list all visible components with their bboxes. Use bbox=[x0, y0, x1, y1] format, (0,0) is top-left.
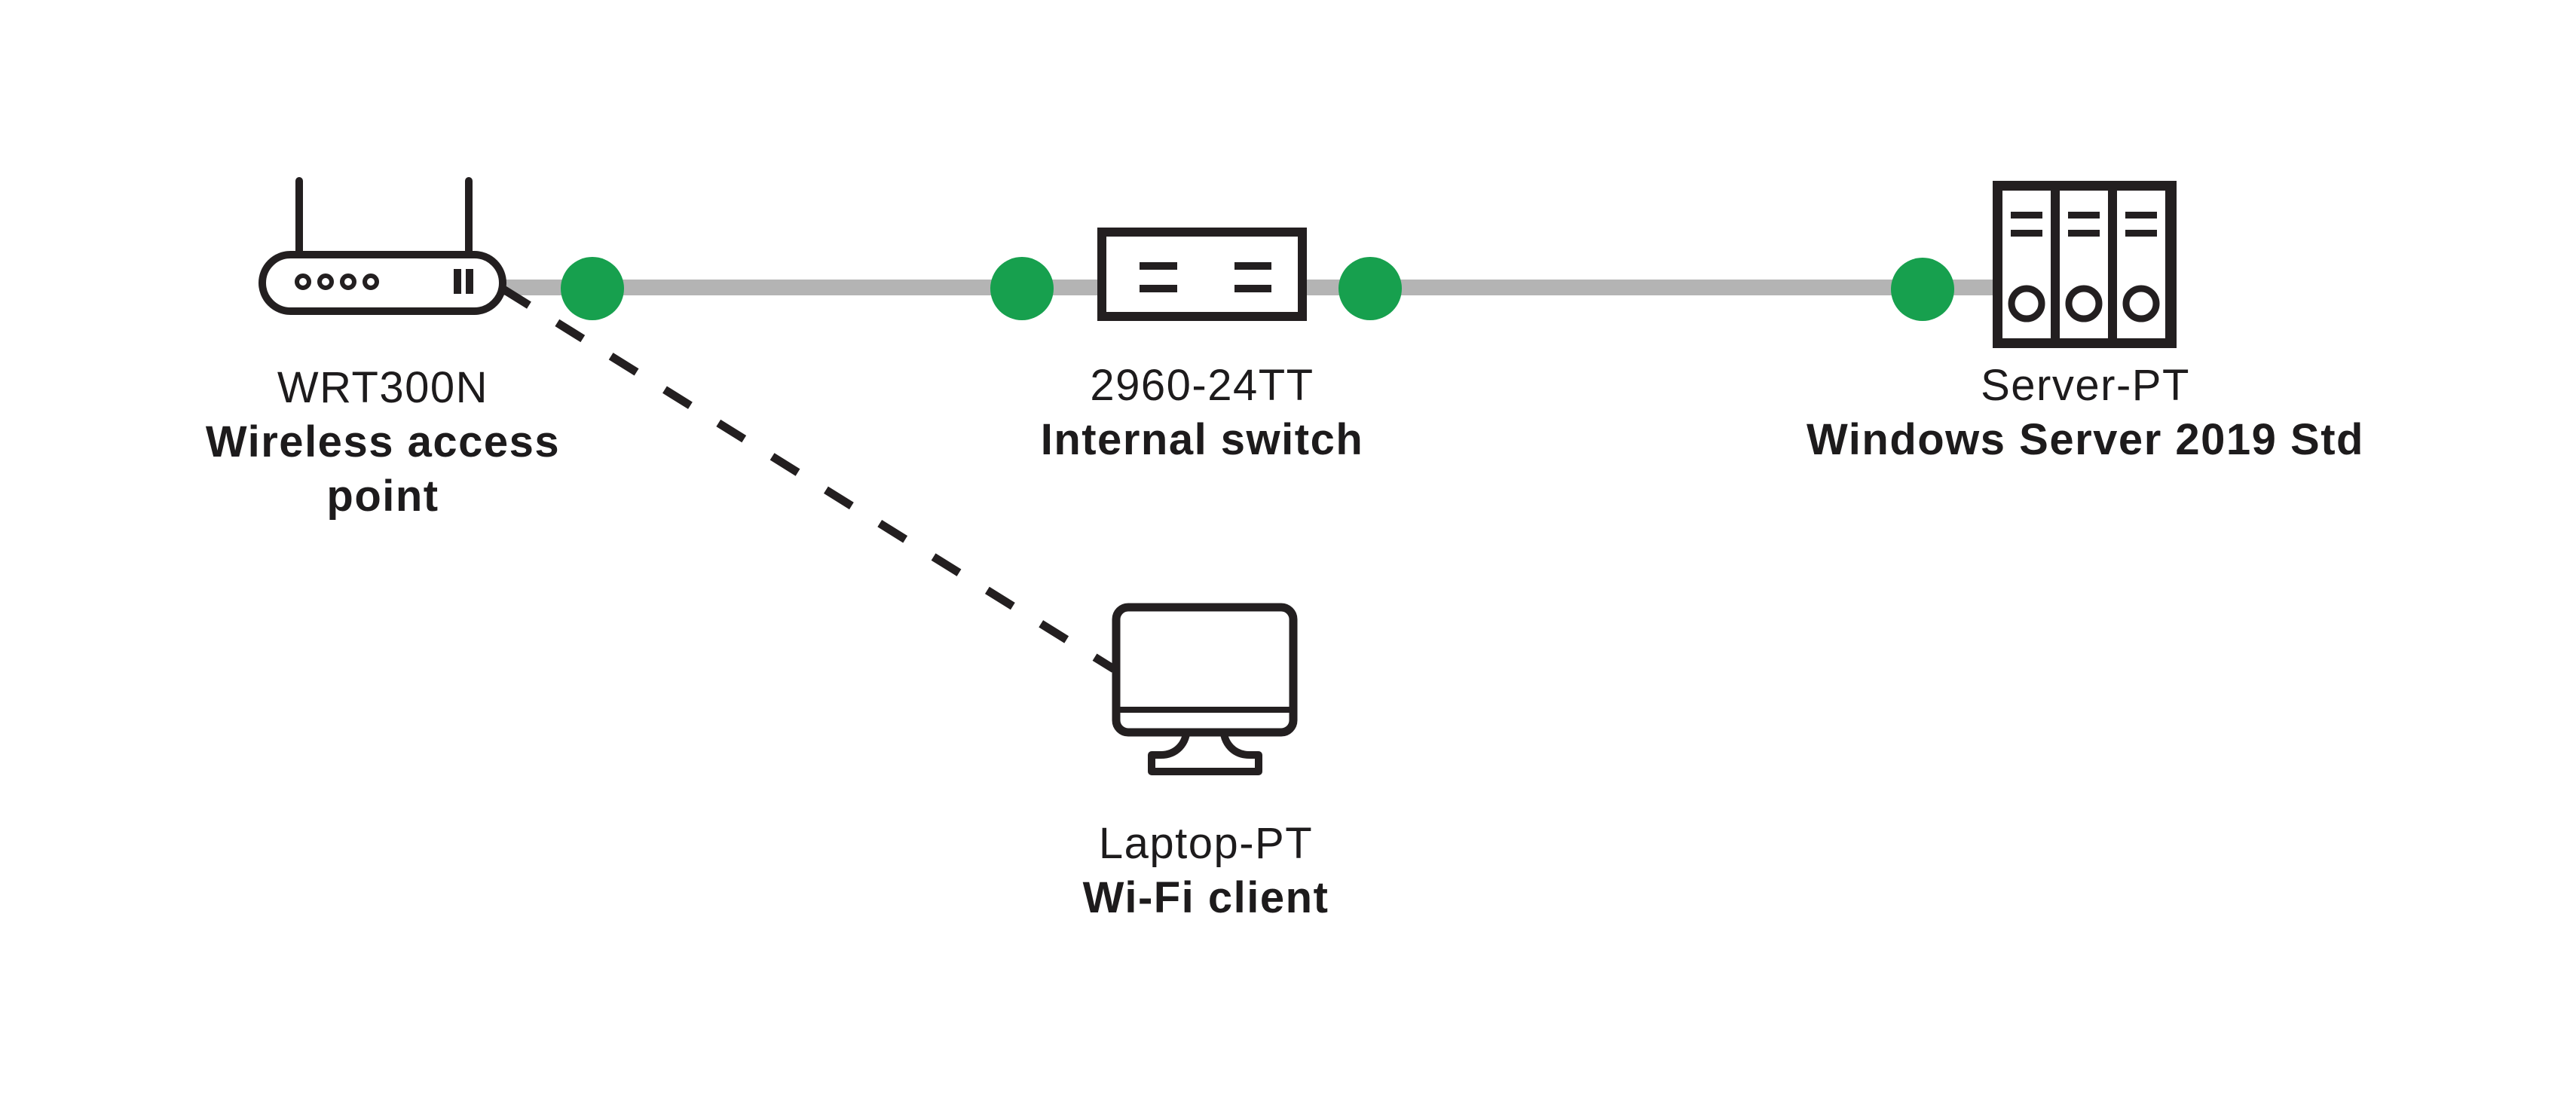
device-label-server: Server-PT Windows Server 2019 Std bbox=[1709, 359, 2462, 467]
wireless-access-point-icon[interactable] bbox=[259, 177, 506, 315]
device-role: Wireless access point bbox=[205, 417, 561, 521]
server-drive-dot bbox=[2065, 285, 2103, 322]
switch-body bbox=[1097, 228, 1307, 321]
device-model: Laptop-PT bbox=[1098, 819, 1314, 868]
switch-port-mark bbox=[1234, 262, 1271, 270]
wireless-link-line bbox=[501, 286, 1116, 673]
device-model: WRT300N bbox=[277, 363, 489, 412]
server-icon[interactable] bbox=[1993, 181, 2177, 348]
link-status-dot bbox=[1338, 257, 1402, 320]
device-model: Server-PT bbox=[1981, 361, 2190, 410]
switch-port-mark bbox=[1140, 285, 1177, 292]
device-role: Internal switch bbox=[1040, 415, 1364, 464]
server-vent-mark bbox=[2125, 212, 2157, 218]
led-dot bbox=[340, 274, 356, 290]
monitor-screen bbox=[1112, 603, 1298, 737]
server-drive-dot bbox=[2008, 285, 2045, 322]
device-label-access-point: WRT300N Wireless access point bbox=[157, 361, 609, 524]
link-status-dot bbox=[990, 257, 1054, 320]
link-status-dot bbox=[561, 257, 624, 320]
switch-port-mark bbox=[1140, 262, 1177, 270]
switch-port-mark bbox=[1234, 285, 1271, 292]
monitor-stand bbox=[1148, 726, 1262, 775]
device-model: 2960-24TT bbox=[1090, 361, 1314, 410]
device-role: Windows Server 2019 Std bbox=[1807, 415, 2364, 464]
port-mark bbox=[466, 269, 473, 294]
server-vent-mark bbox=[2068, 212, 2100, 218]
router-body bbox=[259, 251, 506, 315]
device-label-laptop: Laptop-PT Wi-Fi client bbox=[942, 817, 1470, 925]
device-label-switch: 2960-24TT Internal switch bbox=[901, 359, 1504, 467]
server-vent-mark bbox=[2068, 230, 2100, 237]
switch-icon[interactable] bbox=[1097, 228, 1307, 321]
link-status-dot bbox=[1891, 258, 1954, 321]
led-dot bbox=[317, 274, 334, 290]
led-dot bbox=[295, 274, 311, 290]
monitor-icon[interactable] bbox=[1112, 603, 1298, 775]
server-vent-mark bbox=[2011, 212, 2042, 218]
server-vent-mark bbox=[2125, 230, 2157, 237]
server-drive-dot bbox=[2122, 285, 2160, 322]
port-mark bbox=[454, 269, 461, 294]
server-vent-mark bbox=[2011, 230, 2042, 237]
device-role: Wi-Fi client bbox=[1082, 873, 1329, 922]
led-dot bbox=[363, 274, 379, 290]
